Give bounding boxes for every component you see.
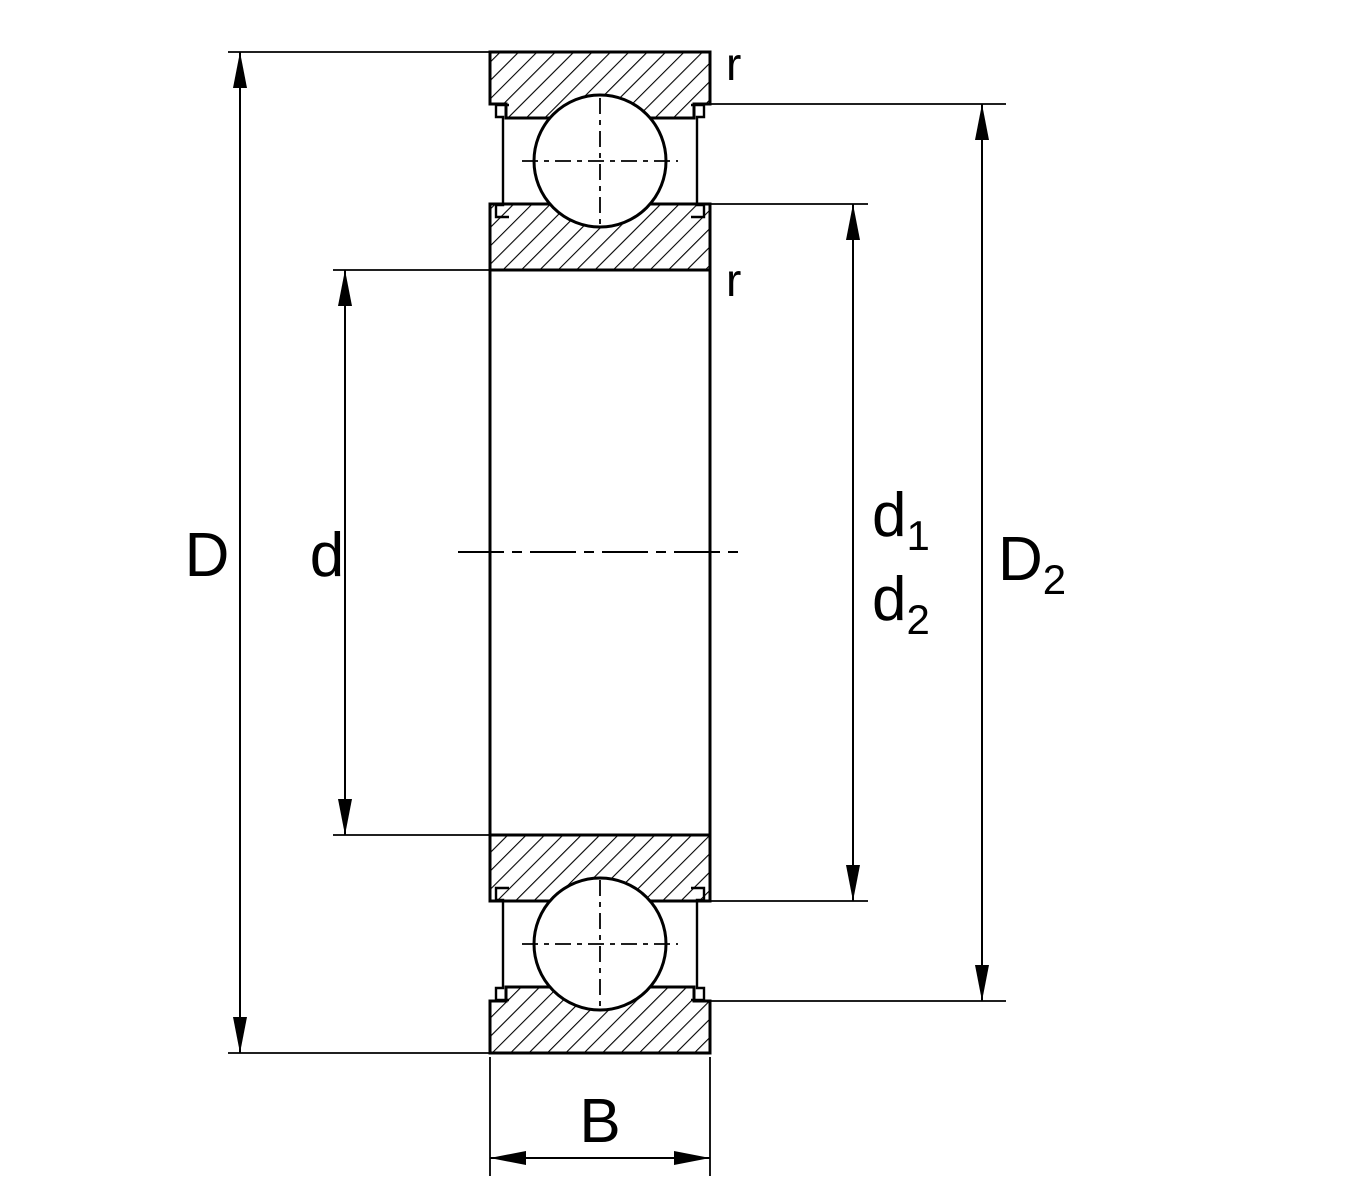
arrowhead bbox=[490, 1151, 526, 1165]
label-outer-diameter-D: D bbox=[185, 521, 230, 590]
arrowhead bbox=[846, 204, 860, 240]
label-chamfer-r-top: r bbox=[726, 38, 741, 90]
arrowhead bbox=[233, 52, 247, 88]
arrowhead bbox=[233, 1017, 247, 1053]
arrowhead bbox=[975, 104, 989, 140]
dimension-lines bbox=[233, 52, 989, 1165]
extension-lines bbox=[228, 51, 1006, 1176]
label-width-B: B bbox=[579, 1087, 620, 1156]
label-recess-diameter-D2: D2 bbox=[998, 525, 1066, 603]
shield-top-right bbox=[691, 103, 706, 219]
label-shoulder-d1: d1 bbox=[872, 481, 930, 559]
arrowhead bbox=[674, 1151, 710, 1165]
label-bore-diameter-d: d bbox=[310, 521, 344, 590]
arrowhead bbox=[975, 965, 989, 1001]
shield-top-left bbox=[494, 103, 509, 219]
shield-bottom-left bbox=[494, 886, 509, 1002]
arrowhead bbox=[338, 799, 352, 835]
center-lines bbox=[458, 98, 742, 1006]
arrowhead bbox=[338, 270, 352, 306]
label-chamfer-r-inner: r bbox=[726, 254, 741, 306]
label-seal-land-d2: d2 bbox=[872, 565, 930, 643]
arrowhead bbox=[846, 865, 860, 901]
dimension-labels: D d d1 d2 D2 B r r bbox=[185, 38, 1067, 1156]
shield-bottom-right bbox=[691, 886, 706, 1002]
